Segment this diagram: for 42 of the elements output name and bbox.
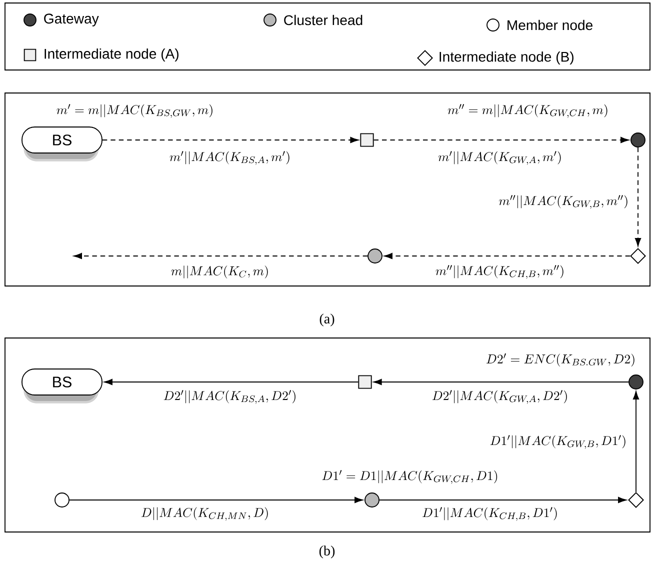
arrow <box>632 391 640 492</box>
edge-label: $D1'||MAC(K_{GW,B}, D1')$ <box>490 435 626 449</box>
edge-label: $m||MAC(K_C, m)$ <box>171 266 268 278</box>
formula-label: $m'' = m||MAC(K_{GW,CH}, m)$ <box>448 104 608 118</box>
edge-label: $m''||MAC(K_{CH,B}, m'')$ <box>436 265 564 279</box>
node-circle <box>54 492 70 508</box>
arrow <box>102 136 358 144</box>
formula-label: $D2' = ENC(K_{BS.GW}, D2)$ <box>486 353 634 367</box>
base-station-box: BS <box>22 368 102 404</box>
formula-label: $D1' = D1||MAC(K_{GW,CH}, D1)$ <box>322 470 498 484</box>
panel-caption: (a) <box>320 314 334 326</box>
legend-text: Intermediate node (B) <box>440 51 574 65</box>
legend-text: Member node <box>508 20 592 30</box>
node-circle <box>630 132 646 148</box>
base-station-box: BS <box>22 126 102 162</box>
edge-label: $D2'||MAC(K_{BS,A}, D2')$ <box>164 390 296 404</box>
edge-label: $m'||MAC(K_{BS,A}, m')$ <box>170 151 290 165</box>
node-circle <box>364 492 380 508</box>
arrow <box>69 496 363 504</box>
node-square <box>358 375 372 389</box>
edge-label: $m'||MAC(K_{GW,A}, m')$ <box>438 151 561 165</box>
node-diamond <box>630 248 646 264</box>
arrow <box>74 252 368 260</box>
legend-text: Cluster head <box>284 14 362 26</box>
formula-label: $m' = m||MAC(K_{BS,GW}, m)$ <box>56 104 212 118</box>
edge-label: $m''||MAC(K_{GW,B}, m'')$ <box>499 195 628 209</box>
node-circle <box>368 248 382 264</box>
arrow <box>384 252 630 260</box>
node-circle <box>628 374 644 390</box>
arrow <box>379 496 626 504</box>
edge-label: $D2'||MAC(K_{GW,A}, D2')$ <box>432 390 567 404</box>
arrow <box>104 378 359 386</box>
arrow <box>374 378 629 386</box>
edge-label: $D||MAC(K_{CH,MN}, D)$ <box>141 507 268 521</box>
node-square <box>360 133 374 147</box>
edge-label: $D1'||MAC(K_{CH,B}, D1')$ <box>422 507 557 521</box>
panel-caption: (b) <box>319 546 335 558</box>
arrow <box>373 136 629 144</box>
legend-text: Gateway <box>44 14 99 26</box>
legend-text: Intermediate node (A) <box>44 48 178 62</box>
node-diamond <box>628 492 644 508</box>
arrow <box>634 147 642 246</box>
